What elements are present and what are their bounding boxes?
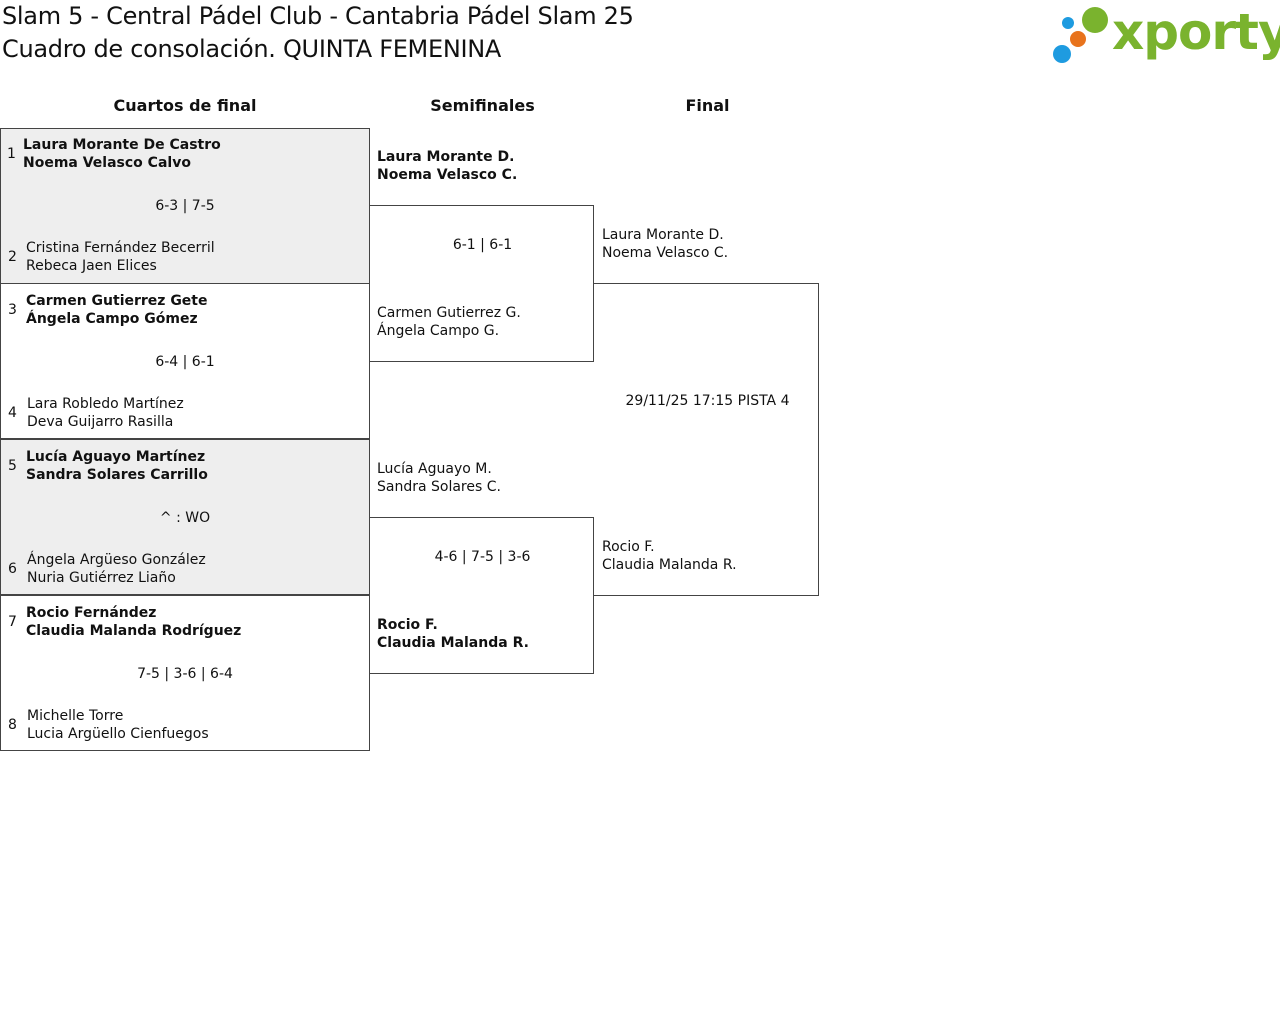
team-entry[interactable]: Laura Morante De Castro Noema Velasco Ca…	[23, 136, 221, 172]
semifinal-match-1	[369, 205, 594, 362]
seed-number: 2	[8, 249, 17, 265]
match-schedule: 29/11/25 17:15 PISTA 4	[625, 393, 790, 409]
player-name: Claudia Malanda R.	[602, 557, 737, 573]
seed-number: 1	[7, 146, 16, 162]
team-entry[interactable]: Laura Morante D. Noema Velasco C.	[377, 148, 517, 184]
player-name: Noema Velasco C.	[602, 245, 729, 261]
player-name: Carmen Gutierrez Gete	[26, 293, 208, 309]
player-name: Noema Velasco Calvo	[23, 155, 191, 171]
final-match	[594, 283, 819, 596]
player-name: Ángela Campo Gómez	[26, 311, 198, 327]
quarterfinal-match-3	[0, 439, 370, 595]
player-name: Sandra Solares C.	[377, 479, 501, 495]
seed-number: 5	[8, 458, 17, 474]
round-header-semifinals: Semifinales	[430, 96, 535, 115]
player-name: Lara Robledo Martínez	[27, 396, 184, 412]
player-name: Claudia Malanda Rodríguez	[26, 623, 242, 639]
seed-number: 6	[8, 561, 17, 577]
player-name: Lucía Aguayo M.	[377, 461, 492, 477]
seed-number: 4	[8, 405, 17, 421]
player-name: Rebeca Jaen Elices	[26, 258, 157, 274]
team-entry[interactable]: Rocio Fernández Claudia Malanda Rodrígue…	[26, 604, 241, 640]
page-subtitle: Cuadro de consolación. QUINTA FEMENINA	[2, 35, 502, 63]
player-name: Ángela Argüeso González	[27, 552, 206, 568]
team-entry[interactable]: Lara Robledo Martínez Deva Guijarro Rasi…	[27, 395, 184, 431]
page-title: Slam 5 - Central Pádel Club - Cantabria …	[2, 2, 634, 30]
match-score: 6-1 | 6-1	[452, 237, 513, 253]
player-name: Cristina Fernández Becerril	[26, 240, 215, 256]
player-name: Rocio F.	[377, 617, 438, 633]
round-header-quarterfinals: Cuartos de final	[113, 96, 257, 115]
match-score: 6-4 | 6-1	[155, 354, 215, 370]
xporty-logo[interactable]	[1050, 4, 1278, 66]
player-name: Carmen Gutierrez G.	[377, 305, 521, 321]
team-entry[interactable]: Laura Morante D. Noema Velasco C.	[602, 226, 728, 262]
player-name: Michelle Torre	[27, 708, 124, 724]
team-entry[interactable]: Rocio F. Claudia Malanda R.	[377, 616, 529, 652]
player-name: Nuria Gutiérrez Liaño	[27, 570, 176, 586]
player-name: Rocio Fernández	[26, 605, 157, 621]
team-entry[interactable]: Cristina Fernández Becerril Rebeca Jaen …	[26, 239, 215, 275]
player-name: Noema Velasco C.	[377, 167, 518, 183]
team-entry[interactable]: Ángela Argüeso González Nuria Gutiérrez …	[27, 551, 206, 587]
match-score: ^ : WO	[159, 510, 211, 526]
player-name: Rocio F.	[602, 539, 655, 555]
player-name: Laura Morante D.	[377, 149, 515, 165]
semifinal-match-2	[369, 517, 594, 674]
player-name: Lucia Argüello Cienfuegos	[27, 726, 209, 742]
player-name: Deva Guijarro Rasilla	[27, 414, 174, 430]
player-name: Sandra Solares Carrillo	[26, 467, 208, 483]
seed-number: 3	[8, 302, 17, 318]
team-entry[interactable]: Carmen Gutierrez Gete Ángela Campo Gómez	[26, 292, 208, 328]
player-name: Ángela Campo G.	[377, 323, 500, 339]
player-name: Claudia Malanda R.	[377, 635, 529, 651]
seed-number: 7	[8, 614, 17, 630]
team-entry[interactable]: Carmen Gutierrez G. Ángela Campo G.	[377, 304, 521, 340]
player-name: Lucía Aguayo Martínez	[26, 449, 206, 465]
logo-text: xporty	[1112, 3, 1280, 61]
match-score: 4-6 | 7-5 | 3-6	[434, 549, 531, 565]
match-score: 6-3 | 7-5	[155, 198, 215, 214]
team-entry[interactable]: Lucía Aguayo Martínez Sandra Solares Car…	[26, 448, 208, 484]
match-score: 7-5 | 3-6 | 6-4	[137, 666, 233, 682]
quarterfinal-match-1	[0, 128, 370, 284]
player-name: Laura Morante D.	[602, 227, 724, 243]
team-entry[interactable]: Lucía Aguayo M. Sandra Solares C.	[377, 460, 501, 496]
seed-number: 8	[8, 717, 17, 733]
round-header-final: Final	[685, 96, 730, 115]
team-entry[interactable]: Michelle Torre Lucia Argüello Cienfuegos	[27, 707, 209, 743]
team-entry[interactable]: Rocio F. Claudia Malanda R.	[602, 538, 737, 574]
logo-dots-icon	[1053, 7, 1108, 63]
player-name: Laura Morante De Castro	[23, 137, 221, 153]
